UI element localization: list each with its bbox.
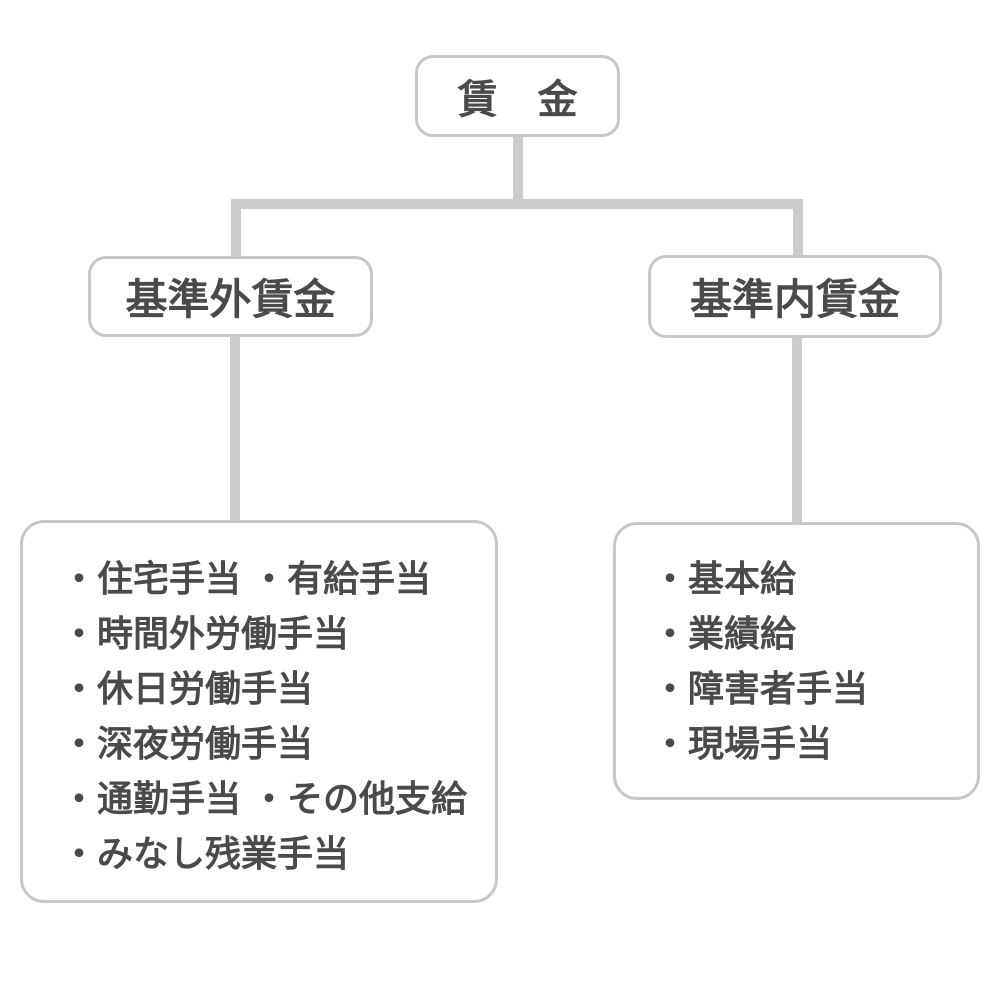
branch-node-non-standard-wages: 基準外賃金	[88, 256, 373, 337]
connector-left-branch-to-items	[230, 335, 240, 523]
branch-right-label: 基準内賃金	[689, 276, 900, 323]
list-item: ・時間外労働手当	[61, 613, 350, 654]
branch-left-label: 基準外賃金	[125, 276, 336, 323]
list-item: ・みなし残業手当	[61, 833, 350, 874]
connector-right-branch-to-items	[792, 336, 802, 525]
branch-node-standard-wages: 基準内賃金	[648, 255, 942, 338]
list-item: ・基本給	[652, 558, 797, 599]
root-node-label: 賃 金	[457, 78, 578, 122]
list-item: ・障害者手当	[652, 668, 869, 709]
items-box-non-standard-wages: ・住宅手当 ・有給手当 ・時間外労働手当 ・休日労働手当 ・深夜労働手当 ・通勤…	[20, 520, 498, 903]
list-item: ・深夜労働手当	[61, 723, 314, 764]
list-item: ・現場手当	[652, 723, 833, 764]
connector-drop-left	[231, 199, 241, 258]
connector-horizontal-bar	[231, 199, 803, 209]
connector-root-stem	[513, 135, 523, 209]
list-item: ・業績給	[652, 613, 797, 654]
connector-drop-right	[793, 199, 803, 258]
list-item: ・休日労働手当	[61, 668, 314, 709]
root-node-wages: 賃 金	[415, 55, 620, 137]
items-box-standard-wages: ・基本給 ・業績給 ・障害者手当 ・現場手当	[613, 522, 980, 800]
list-item: ・通勤手当 ・その他支給	[61, 778, 468, 819]
list-item: ・住宅手当 ・有給手当	[61, 558, 432, 599]
